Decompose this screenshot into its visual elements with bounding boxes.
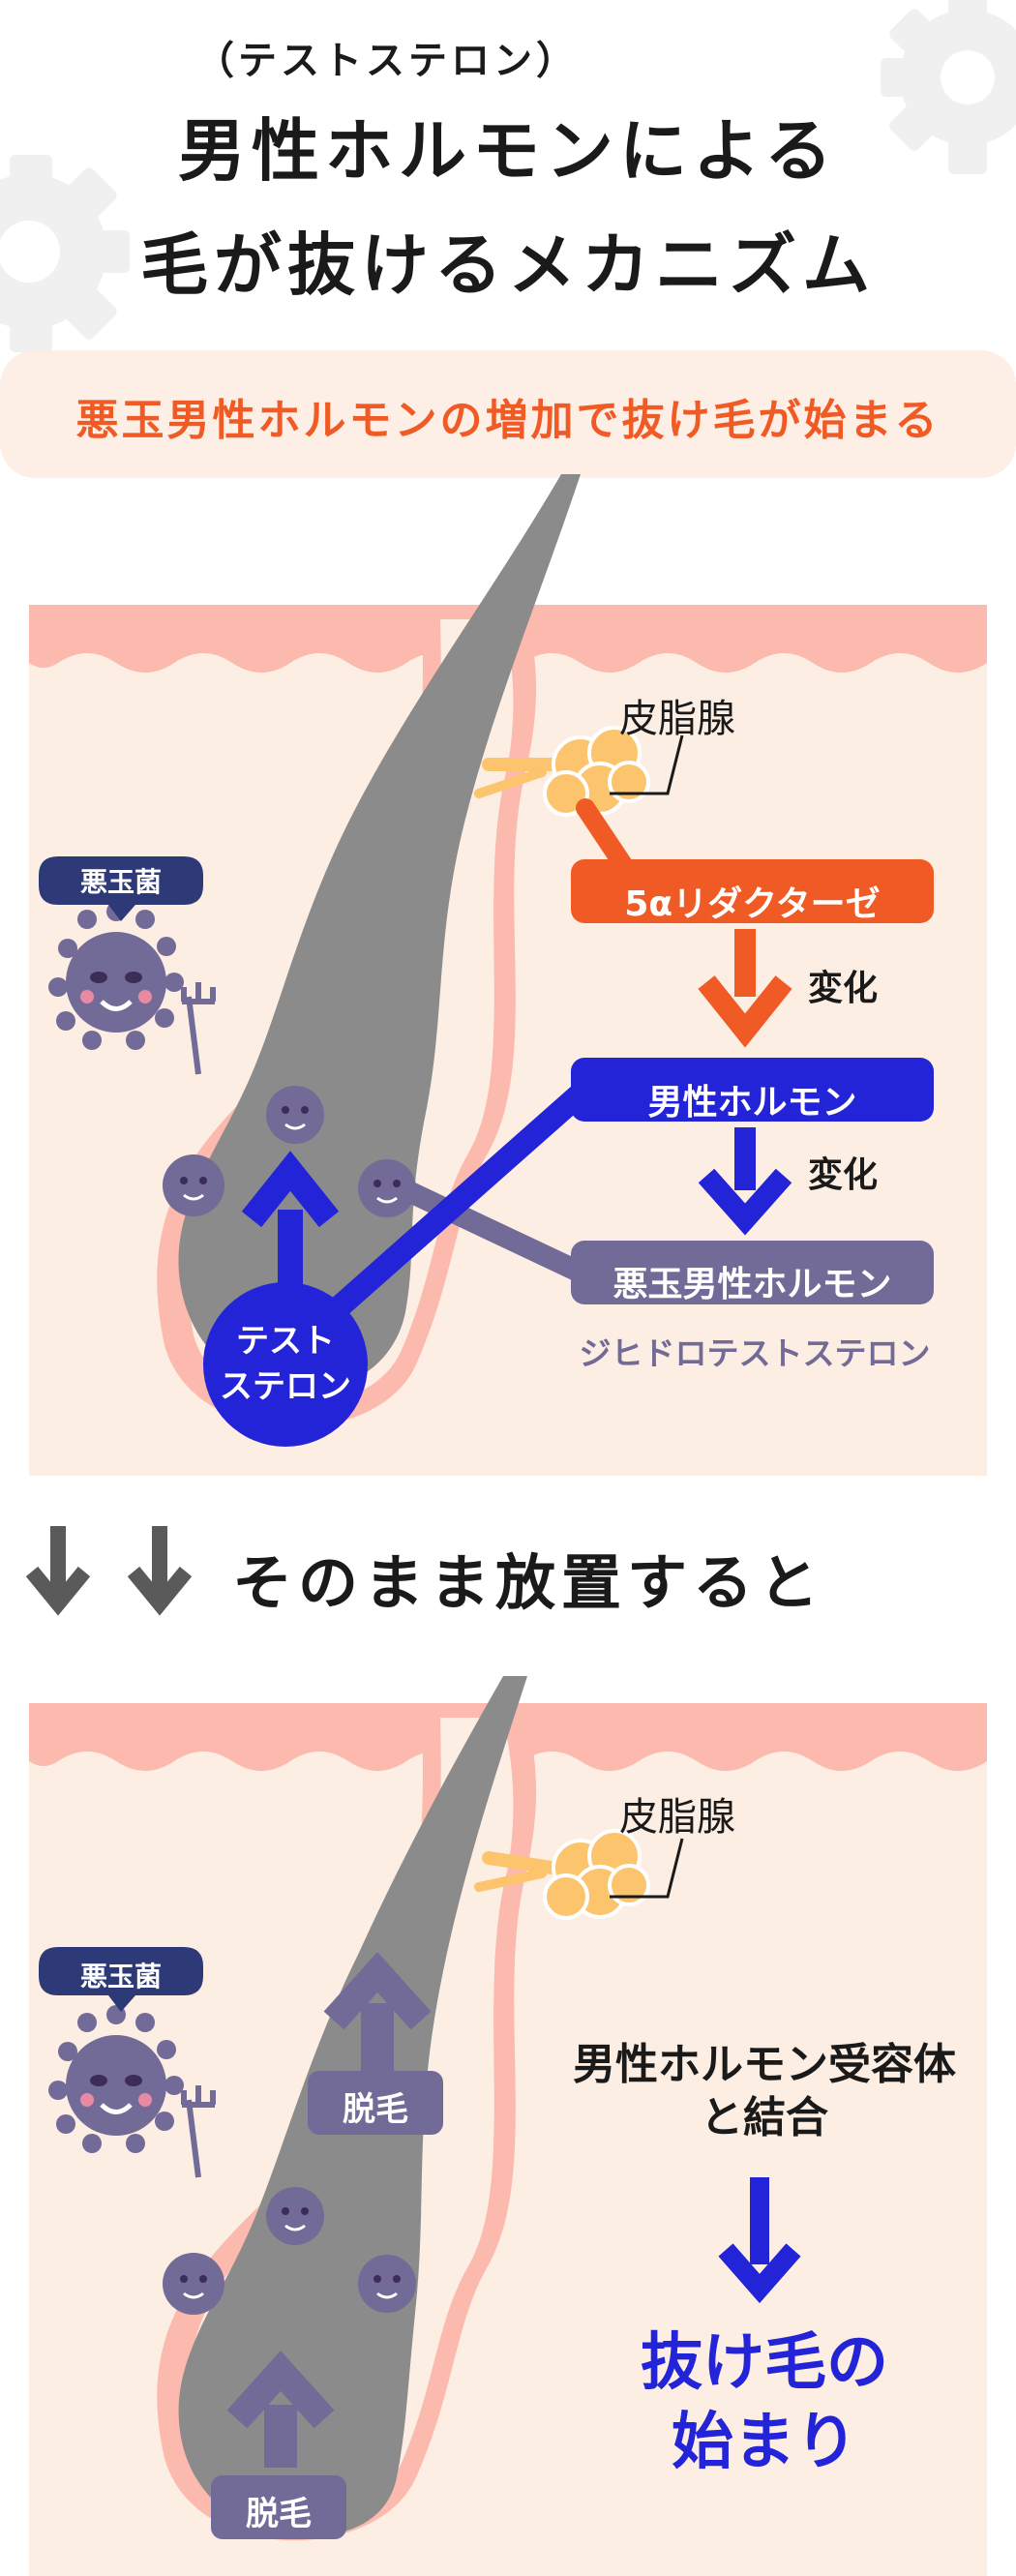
bad-hormone-pill-label: 悪玉男性ホルモン [613,1265,892,1304]
hair-follicle-diagram-bottom [29,1676,987,2576]
testosterone-circle-line-1: テスト [236,1322,335,1361]
sebaceous-gland-label-bottom: 皮脂腺 [619,1795,735,1840]
receptor-caption-line-2: と結合 [701,2093,828,2142]
bad-bacteria-small [163,1086,416,1217]
divider-text: そのまま放置すると [232,1547,825,1618]
hair-loss-label-2: 脱毛 [246,2495,312,2533]
sebaceous-gland-label-top: 皮脂腺 [619,697,735,741]
result-text-line-2: 始まり [672,2407,857,2478]
bad-bacteria-tag-bottom: 悪玉菌 [79,1961,162,1992]
bad-bacteria-tag-top: 悪玉菌 [79,866,162,898]
male-hormone-pill-label: 男性ホルモン [647,1083,857,1123]
enzyme-pill-label: 5αリダクターゼ [624,884,881,924]
result-text-line-1: 抜け毛の [641,2327,888,2399]
receptor-caption-line-1: 男性ホルモン受容体 [573,2040,956,2089]
down-arrow-icon-2 [127,1526,193,1616]
hair-follicle-diagram-top [29,474,987,1476]
change-label-2: 変化 [808,1155,879,1195]
down-arrow-icon-1 [25,1526,91,1616]
page-subtitle: （テストステロン） [195,39,579,83]
hair-loss-label-1: 脱毛 [343,2090,408,2129]
change-label-1: 変化 [808,969,879,1008]
page-title-line-1: 男性ホルモンによる [178,111,838,191]
dht-label: ジヒドロテストステロン [579,1334,931,1372]
gear-icon-left [0,155,130,352]
page-title-line-2: 毛が抜けるメカニズム [140,225,876,305]
gear-icon-top-right [881,0,1016,174]
headline-banner [0,350,1016,478]
headline-banner-text: 悪玉男性ホルモンの増加で抜け毛が始まる [75,396,941,445]
testosterone-circle-line-2: ステロン [220,1367,351,1406]
